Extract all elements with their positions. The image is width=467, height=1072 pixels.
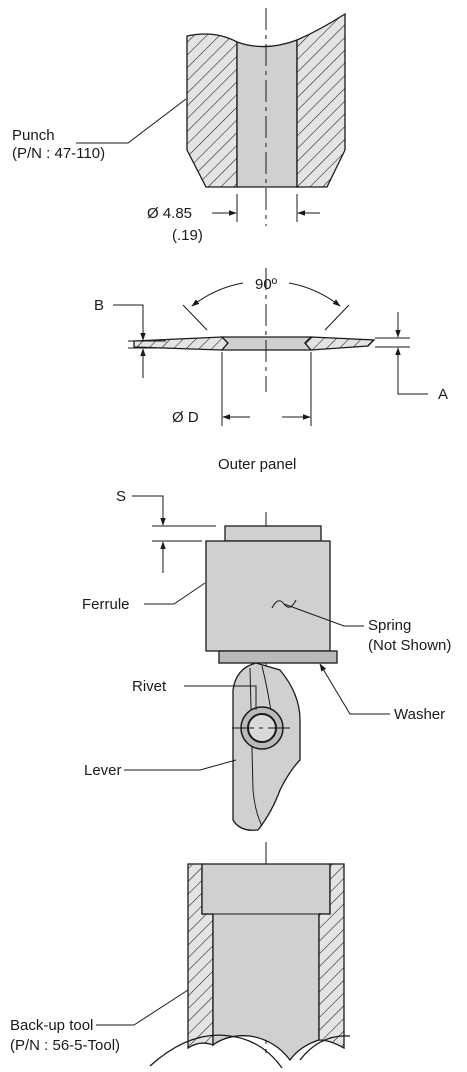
punch-label: Punch	[12, 127, 55, 144]
panel-angle-dimension	[182, 282, 350, 331]
backup-tool-leader	[96, 989, 189, 1026]
spring-note: (Not Shown)	[368, 637, 451, 654]
punch-leader	[76, 98, 187, 144]
punch-wall-left	[186, 33, 238, 188]
panel-caption: Outer panel	[218, 456, 296, 473]
ferrule-label: Ferrule	[82, 596, 130, 613]
panel-b-label: B	[94, 297, 104, 314]
assembly-s-dimension	[132, 495, 216, 573]
backup-tool-label: Back-up tool	[10, 1017, 93, 1034]
washer-label: Washer	[394, 706, 445, 723]
punch-wall-right	[296, 12, 346, 188]
washer-leader	[319, 663, 390, 715]
backup-tool-wall-right	[318, 863, 345, 1050]
punch-part-number: (P/N : 47-110)	[12, 145, 105, 162]
panel-right	[304, 336, 376, 351]
outer-panel	[133, 268, 376, 392]
punch-bore	[236, 39, 298, 188]
stud-head	[224, 525, 322, 542]
panel-diameter-label: Ø D	[172, 409, 199, 426]
rivet-leader	[184, 685, 257, 710]
lever-leader	[124, 759, 237, 771]
punch-diameter-dimension	[212, 194, 320, 222]
panel-a-dimension	[375, 312, 428, 395]
punch-diameter-inch: (.19)	[172, 227, 203, 244]
washer-body	[218, 650, 338, 664]
panel-angle-label: 90º	[255, 276, 278, 293]
spring-label: Spring	[368, 617, 411, 634]
ferrule-body	[205, 540, 331, 652]
ferrule-leader	[144, 582, 206, 605]
punch-diameter-label: Ø 4.85	[147, 205, 192, 222]
punch	[186, 8, 346, 226]
assembly-s-label: S	[116, 488, 126, 505]
spring-leader	[283, 603, 364, 627]
panel-b-dimension	[113, 304, 166, 378]
lever-label: Lever	[84, 762, 122, 779]
backup-tool-part-number: (P/N : 56-5-Tool)	[10, 1037, 120, 1054]
fastener-assembly	[205, 512, 338, 831]
backup-tool-bore	[201, 863, 331, 1062]
panel-a-label: A	[438, 386, 448, 403]
panel-diameter-dimension	[221, 352, 312, 426]
backup-tool	[149, 842, 351, 1069]
rivet-label: Rivet	[132, 678, 167, 695]
